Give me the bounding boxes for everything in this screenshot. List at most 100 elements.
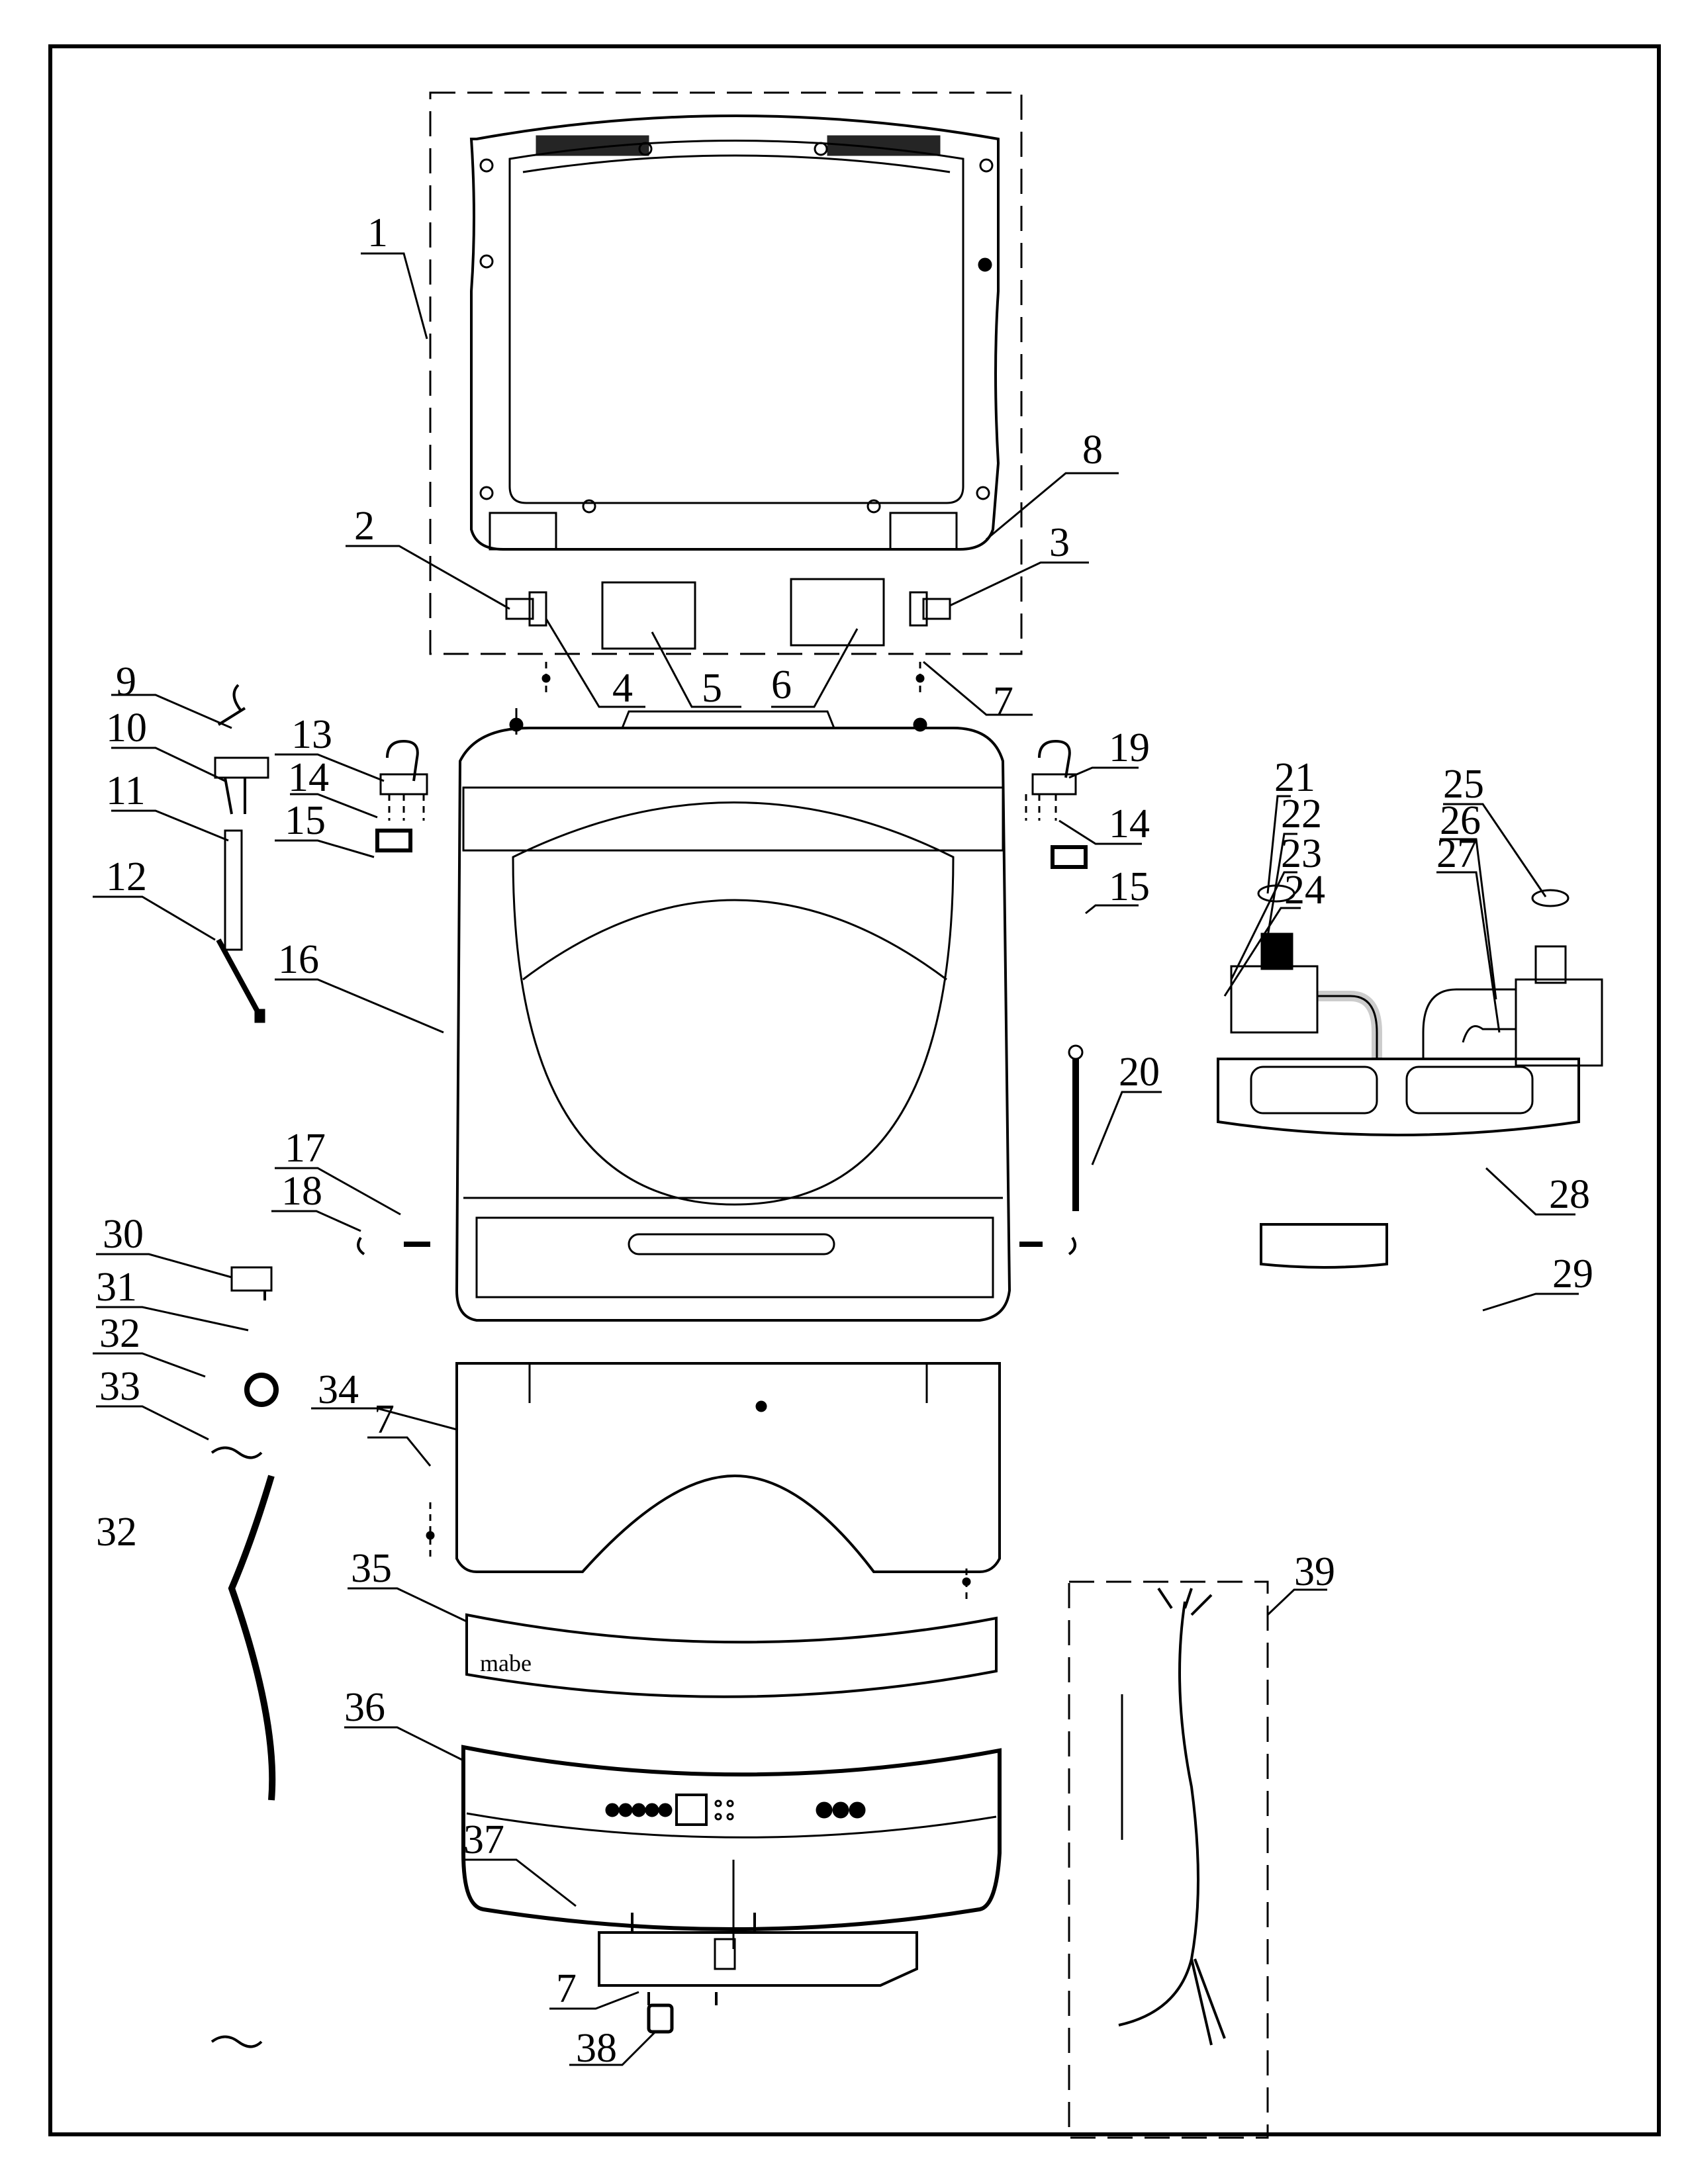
callout-12: 12 [106,854,147,899]
callout-7-mid: 7 [374,1397,395,1442]
control-knob [816,1801,833,1819]
callout-4: 4 [612,666,633,711]
callout-5: 5 [702,666,722,711]
callout-32-lower: 32 [96,1510,137,1555]
hinge-pin-right [909,591,928,627]
control-panel [461,1745,1002,1949]
lid-hinge-right [889,512,958,551]
callout-35: 35 [351,1546,392,1591]
lid-assembly-group [429,91,1023,695]
callout-30: 30 [103,1212,144,1257]
callout-33: 33 [99,1364,140,1409]
hinge-gasket-right [1051,845,1088,869]
callout-39: 39 [1294,1549,1335,1594]
lid-frame [469,114,1000,551]
callout-26: 26 [1440,798,1481,843]
lid-lock-spring [217,684,246,726]
callout-14-right: 14 [1109,801,1150,846]
callout-3: 3 [1049,520,1070,565]
control-board [598,1931,918,1987]
top-cover [455,727,1011,1322]
inlet-hose-left [1317,995,1378,1059]
callout-24: 24 [1284,868,1325,913]
control-panel-base [426,1362,1001,1602]
lid-vent-left [536,135,649,156]
board-cover [647,2003,674,2034]
callout-7-lower: 7 [556,1966,577,2011]
hose-clamp-lower [211,2035,263,2048]
top-cover-lid-opening [512,801,955,1206]
hinge-gasket-left [375,829,412,852]
callout-18: 18 [281,1169,322,1214]
callout-14: 14 [288,755,329,800]
callout-19: 19 [1109,725,1150,770]
wire-harness-boundary [1068,1580,1269,2139]
callout-29: 29 [1552,1251,1593,1297]
lid-damper-right [790,578,885,647]
callout-34: 34 [318,1367,359,1412]
control-knob [832,1801,849,1819]
valve-washer-right [1531,889,1570,907]
wire-harness [1118,1601,1199,2026]
callout-27: 27 [1436,831,1477,876]
callout-8: 8 [1082,428,1103,473]
lid-window [508,140,964,504]
screw-icon [913,717,927,732]
inlet-hose-right [1422,988,1516,1059]
inlet-valve-thread [1260,933,1293,970]
callout-21: 21 [1274,755,1315,800]
callout-7: 7 [993,679,1013,724]
page-frame [48,44,1661,2136]
top-cover-rear-panel [462,786,1004,852]
lid-vent-right [827,135,941,156]
lid-damper-left [601,581,696,650]
brand-strip [465,1613,998,1698]
brand-text: mabe [480,1650,532,1676]
wire-harness-group [1068,1580,1269,2139]
callout-32: 32 [99,1311,140,1356]
hinge-bracket-right [1038,739,1071,778]
dispenser-drawer [1260,1223,1388,1269]
callout-1: 1 [367,210,388,255]
callout-9: 9 [116,659,136,704]
callout-25: 25 [1443,762,1484,807]
callouts: 1 2 3 4 5 6 7 8 9 10 11 12 13 [93,210,1593,2071]
detergent-dispenser [1217,1058,1580,1136]
lid-assembly-boundary [429,91,1023,655]
callout-38: 38 [576,2026,617,2071]
callout-22: 22 [1281,792,1322,837]
callout-2: 2 [354,504,375,549]
callout-6: 6 [771,662,792,707]
control-button [645,1803,659,1817]
callout-37: 37 [463,1817,504,1862]
callout-23: 23 [1281,831,1322,876]
hinge-pin-left [505,598,534,620]
pressure-switch [244,1373,279,1407]
lid-hinge-left [489,512,557,551]
pressure-hose [228,1475,276,1801]
callout-15: 15 [285,798,326,843]
control-button [605,1803,620,1817]
callout-11: 11 [106,768,146,813]
callout-20: 20 [1119,1050,1160,1095]
lid-switch-rod [224,829,243,951]
water-inlet-group [1217,884,1603,1269]
callout-15-right: 15 [1109,864,1150,909]
callout-16: 16 [278,937,319,982]
callout-28: 28 [1549,1172,1590,1217]
inlet-valve-left [1230,965,1319,1034]
hinge-bracket-left [386,739,419,782]
callout-36: 36 [344,1685,385,1730]
callout-31: 31 [96,1265,137,1310]
top-cover-group [455,708,1011,1322]
water-level-bracket [230,1266,273,1292]
screw-icon [509,717,524,732]
hose-clamp-upper [211,1446,263,1459]
lid-lock-arm [216,938,261,1014]
control-button [618,1803,633,1817]
control-knob [849,1801,866,1819]
lid-lock-body [214,756,269,779]
control-button [632,1803,646,1817]
